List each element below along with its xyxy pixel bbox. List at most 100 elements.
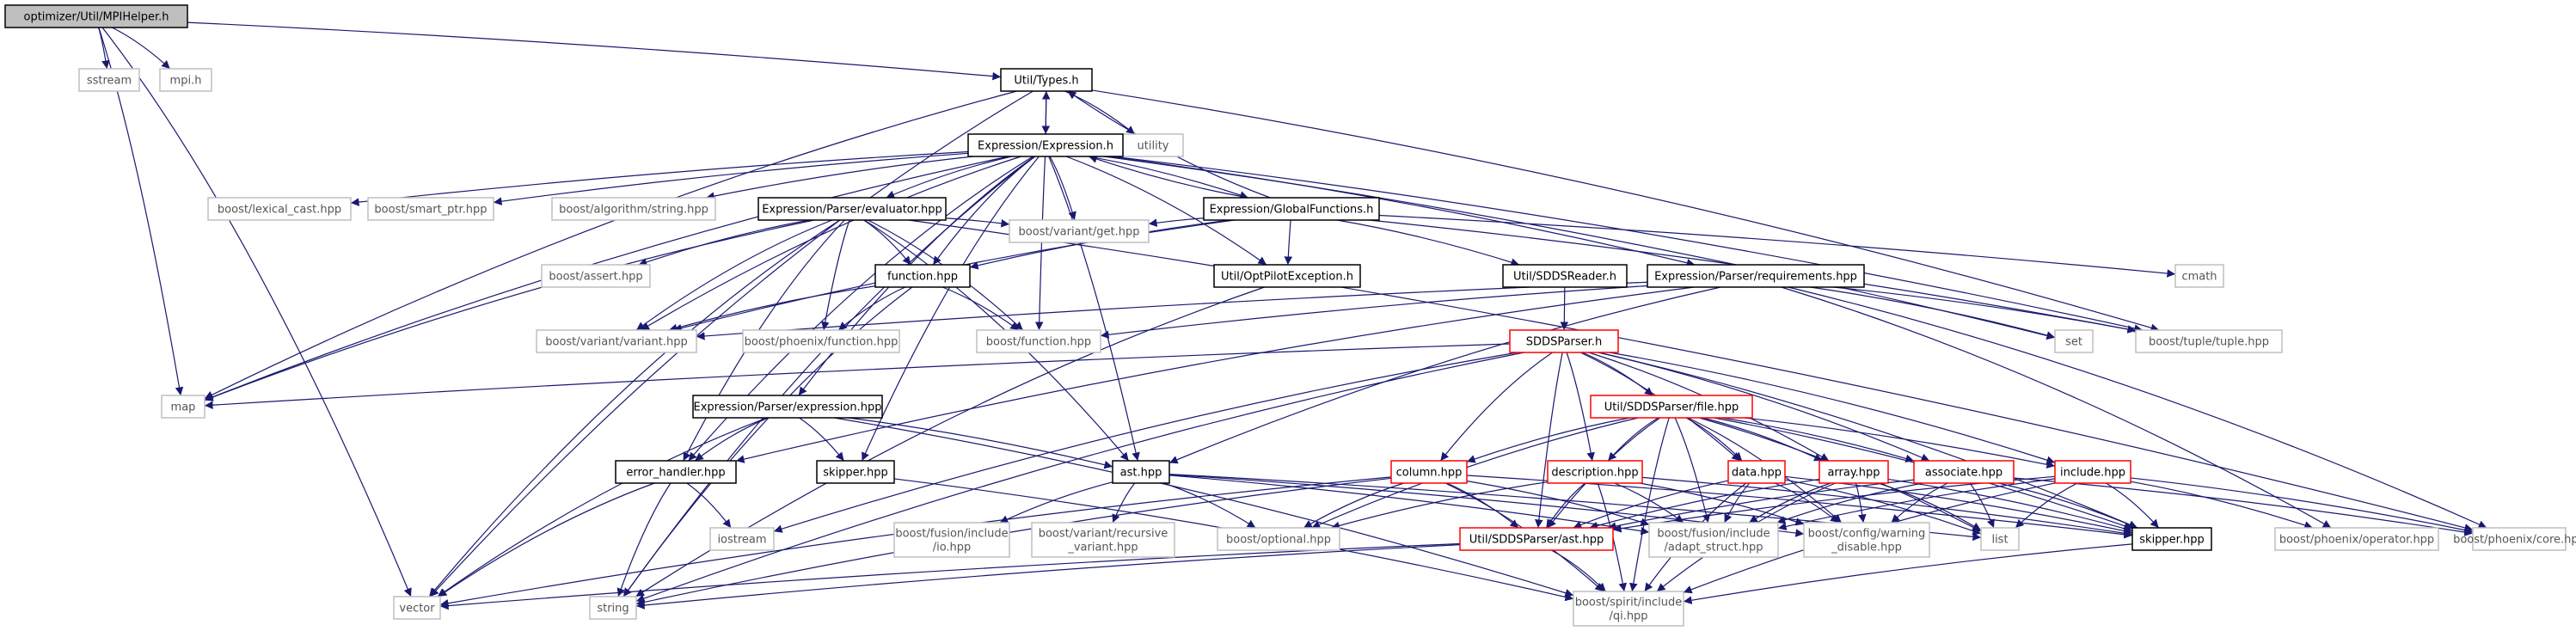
edge-sddsparser-to-iostream: [773, 352, 1518, 533]
edge-evaluator-to-errorhandler: [683, 219, 845, 462]
edge-expression-to-set: [1104, 156, 2056, 340]
node-set: set: [2054, 329, 2094, 353]
node-arrayhpp[interactable]: array.hpp: [1819, 460, 1889, 484]
node-sddsast[interactable]: Util/SDDSParser/ast.hpp: [1459, 527, 1614, 551]
edge-parserexpr-to-skipper1: [799, 417, 844, 462]
node-associate[interactable]: associate.hpp: [1913, 460, 2015, 484]
edge-requirements-to-asthpp: [1168, 286, 1721, 464]
node-adapt: boost/fusion/include/adapt_struct.hpp: [1648, 522, 1779, 558]
node-variantget-box: [1009, 219, 1150, 243]
node-phoenixfunc-label: boost/phoenix/function.hpp: [745, 336, 899, 349]
node-arrayhpp-label: array.hpp: [1827, 467, 1880, 480]
node-skipper1-label: skipper.hpp: [823, 467, 887, 480]
node-includehpp[interactable]: include.hpp: [2054, 460, 2131, 484]
edge-arrayhpp-to-sddsast: [1589, 478, 1820, 530]
node-phoenixfunc: boost/phoenix/function.hpp: [742, 329, 900, 353]
edge-associate-to-skipper2: [1998, 482, 2137, 529]
node-optpilotexc-box: [1213, 264, 1361, 288]
node-phoenixcore: boost/phoenix/core.hpp: [2453, 527, 2576, 551]
edge-requirements-to-set: [1810, 286, 2056, 340]
edge-mpihelper-to-types: [187, 21, 1002, 81]
node-variantget: boost/variant/get.hpp: [1009, 219, 1150, 243]
node-recursive: boost/variant/recursive_variant.hpp: [1031, 522, 1175, 558]
node-fusionio-label-2: /io.hpp: [933, 542, 972, 554]
node-skipper1[interactable]: skipper.hpp: [816, 460, 895, 484]
edge-errorhandler-to-string: [616, 482, 672, 597]
node-recursive-box: [1031, 522, 1175, 558]
edge-expression-to-smartptr: [493, 152, 969, 205]
edge-requirements-to-variant: [696, 281, 1648, 340]
edge-expression-to-algostring: [706, 156, 973, 200]
node-optional: boost/optional.hpp: [1217, 527, 1340, 551]
edge-asthpp-to-fusionio: [999, 481, 1113, 524]
node-types[interactable]: Util/Types.h: [1000, 68, 1093, 92]
node-evaluator-box: [757, 197, 947, 221]
node-algostring: boost/algorithm/string.hpp: [551, 197, 716, 221]
node-optional-label: boost/optional.hpp: [1226, 534, 1331, 547]
node-tuple: boost/tuple/tuple.hpp: [2135, 329, 2283, 353]
edge-arrayhpp-to-adapt: [1748, 482, 1831, 524]
node-skipper2[interactable]: skipper.hpp: [2131, 527, 2212, 551]
node-sddsreader-box: [1502, 264, 1628, 288]
node-expression-box: [967, 133, 1124, 157]
node-vector-box: [393, 596, 441, 620]
node-asthpp[interactable]: ast.hpp: [1112, 460, 1170, 484]
node-list-label: list: [1991, 534, 2008, 547]
node-qi: boost/spirit/include/qi.hpp: [1573, 591, 1684, 627]
node-errorhandler[interactable]: error_handler.hpp: [615, 460, 737, 484]
node-boostassert-box: [541, 264, 651, 288]
edge-requirements-to-phoenixop: [1781, 286, 2332, 529]
node-column[interactable]: column.hpp: [1390, 460, 1468, 484]
node-datahpp-label: data.hpp: [1732, 467, 1782, 480]
node-warning-label-1: boost/config/warning: [1808, 528, 1926, 541]
node-types-label: Util/Types.h: [1014, 75, 1078, 88]
node-mpihelper[interactable]: optimizer/Util/MPIHelper.h: [4, 4, 188, 28]
node-requirements-label: Expression/Parser/requirements.hpp: [1654, 271, 1857, 284]
dependency-edges: [98, 21, 2487, 610]
node-functionhpp-label: function.hpp: [887, 271, 958, 284]
node-evaluator[interactable]: Expression/Parser/evaluator.hpp: [757, 197, 947, 221]
edge-evaluator-to-variant: [635, 219, 833, 331]
edge-includehpp-to-phoenixop: [2130, 481, 2314, 530]
node-globalfunc[interactable]: Expression/GlobalFunctions.h: [1203, 197, 1380, 221]
node-adapt-label-1: boost/fusion/include: [1657, 528, 1769, 541]
node-functionhpp[interactable]: function.hpp: [874, 264, 971, 288]
edge-expression-to-asthpp: [1048, 156, 1140, 462]
edge-includehpp-to-phoenixcore: [2130, 477, 2474, 535]
node-set-label: set: [2065, 336, 2082, 349]
node-optpilotexc[interactable]: Util/OptPilotException.h: [1213, 264, 1361, 288]
node-iostream-box: [709, 527, 775, 551]
node-smartptr-label: boost/smart_ptr.hpp: [374, 204, 487, 217]
node-description[interactable]: description.hpp: [1547, 460, 1643, 484]
edge-associate-to-adapt: [1776, 482, 1923, 524]
node-warning-box: [1803, 522, 1930, 558]
node-cmath-box: [2174, 264, 2224, 288]
node-column-label: column.hpp: [1396, 467, 1463, 480]
node-sstream: sstream: [78, 68, 140, 92]
node-evaluator-label: Expression/Parser/evaluator.hpp: [762, 204, 942, 217]
node-map: map: [161, 395, 205, 419]
edge-datahpp-to-list: [1784, 479, 1982, 536]
node-errorhandler-label: error_handler.hpp: [626, 467, 725, 480]
node-parserexpr[interactable]: Expression/Parser/expression.hpp: [692, 395, 883, 419]
edge-evaluator-to-variantget: [945, 217, 1010, 228]
node-variantget-label: boost/variant/get.hpp: [1019, 226, 1140, 239]
node-adapt-box: [1648, 522, 1779, 558]
edge-evaluator-to-asthpp: [863, 219, 1130, 462]
edge-sddsfile-to-optional: [1311, 417, 1639, 529]
node-skipper2-box: [2131, 527, 2212, 551]
edge-parserexpr-to-qi: [834, 417, 1574, 597]
node-expression[interactable]: Expression/Expression.h: [967, 133, 1124, 157]
edge-datahpp-to-sddsast: [1573, 480, 1729, 529]
node-boostfunction-label: boost/function.hpp: [986, 336, 1091, 349]
node-sddsfile[interactable]: Util/SDDSParser/file.hpp: [1590, 395, 1753, 419]
edge-parserexpr-to-errorhandler: [694, 417, 769, 462]
node-sddsreader[interactable]: Util/SDDSReader.h: [1502, 264, 1628, 288]
node-requirements[interactable]: Expression/Parser/requirements.hpp: [1647, 264, 1865, 288]
node-parserexpr-box: [692, 395, 883, 419]
node-globalfunc-label: Expression/GlobalFunctions.h: [1210, 204, 1374, 217]
node-lexical-box: [207, 197, 352, 221]
edge-globalfunc-to-variantget: [1148, 217, 1205, 227]
node-datahpp[interactable]: data.hpp: [1727, 460, 1786, 484]
node-sddsparser[interactable]: SDDSParser.h: [1509, 329, 1619, 353]
